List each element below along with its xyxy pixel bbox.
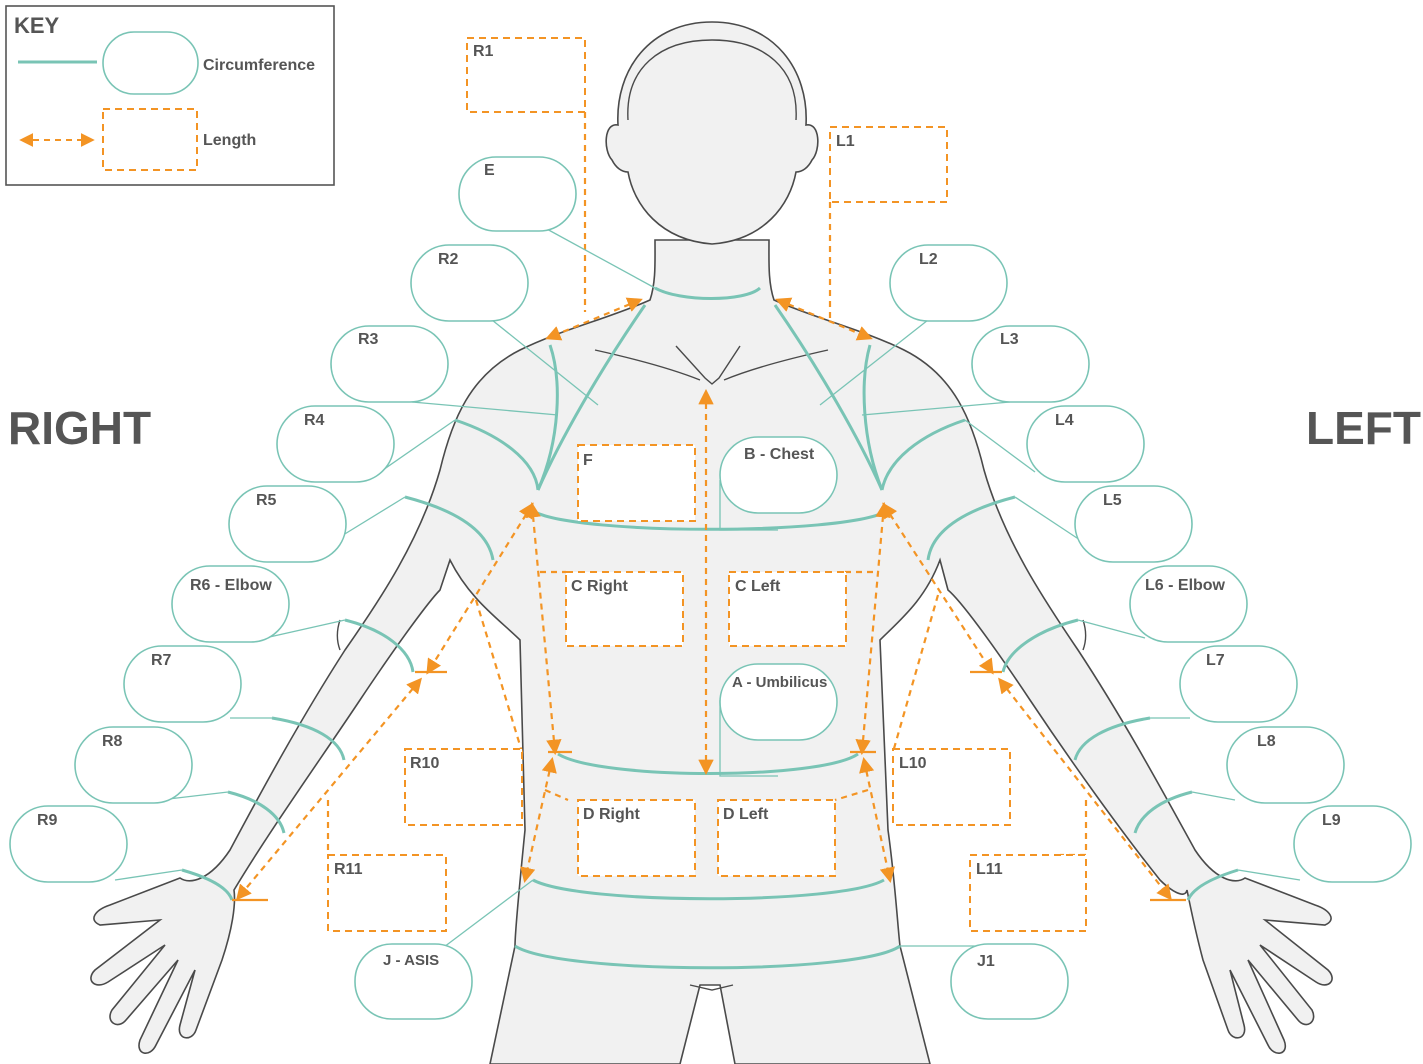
svg-text:F: F xyxy=(583,452,593,469)
svg-text:E: E xyxy=(484,162,495,179)
circ-box-j1: J1 xyxy=(951,944,1068,1019)
circ-box-e: E xyxy=(459,157,576,231)
length-box-r1: R1 xyxy=(467,38,585,112)
svg-text:D Right: D Right xyxy=(583,806,641,823)
svg-text:L11: L11 xyxy=(976,861,1003,878)
key-circumference-swatch xyxy=(103,32,198,94)
circ-box-r7: R7 xyxy=(124,646,241,722)
svg-text:C Right: C Right xyxy=(571,578,629,595)
circ-box-b-chest: B - Chest xyxy=(720,437,837,513)
svg-text:L3: L3 xyxy=(1000,331,1019,348)
circ-box-r3: R3 xyxy=(331,326,448,402)
svg-text:R8: R8 xyxy=(102,733,123,750)
circ-box-r9: R9 xyxy=(10,806,127,882)
svg-text:L8: L8 xyxy=(1257,733,1276,750)
svg-text:A - Umbilicus: A - Umbilicus xyxy=(732,674,827,691)
svg-text:L7: L7 xyxy=(1206,652,1225,669)
svg-text:B - Chest: B - Chest xyxy=(744,446,815,463)
svg-text:L5: L5 xyxy=(1103,492,1122,509)
svg-text:L9: L9 xyxy=(1322,812,1341,829)
circ-box-l2: L2 xyxy=(890,245,1007,321)
svg-text:L1: L1 xyxy=(836,133,855,150)
svg-text:L6 - Elbow: L6 - Elbow xyxy=(1145,577,1226,594)
svg-text:L4: L4 xyxy=(1055,412,1074,429)
length-box-c-left: C Left xyxy=(729,572,846,646)
circ-box-r6: R6 - Elbow xyxy=(172,566,289,642)
length-box-f: F xyxy=(578,445,695,521)
circ-box-l3: L3 xyxy=(972,326,1089,402)
svg-text:J1: J1 xyxy=(977,953,995,970)
svg-text:D Left: D Left xyxy=(723,806,769,823)
circ-box-l8: L8 xyxy=(1227,727,1344,803)
length-box-d-right: D Right xyxy=(578,800,695,876)
svg-text:R9: R9 xyxy=(37,812,58,829)
length-box-d-left: D Left xyxy=(718,800,835,876)
svg-text:R4: R4 xyxy=(304,412,325,429)
key-legend: KEY Circumference Length xyxy=(6,6,334,185)
circ-box-l9: L9 xyxy=(1294,806,1411,882)
left-side-label: LEFT xyxy=(1306,402,1421,454)
circ-box-r2: R2 xyxy=(411,245,528,321)
key-length-label: Length xyxy=(203,132,256,149)
length-box-l11: L11 xyxy=(970,855,1086,931)
svg-text:R1: R1 xyxy=(473,43,494,60)
svg-text:R11: R11 xyxy=(334,861,363,878)
svg-text:R2: R2 xyxy=(438,251,459,268)
svg-text:R10: R10 xyxy=(410,755,439,772)
svg-text:J - ASIS: J - ASIS xyxy=(383,952,439,969)
length-box-c-right: C Right xyxy=(566,572,683,646)
length-box-l1: L1 xyxy=(830,127,947,202)
svg-text:R3: R3 xyxy=(358,331,379,348)
svg-text:R5: R5 xyxy=(256,492,277,509)
length-box-r11: R11 xyxy=(328,855,446,931)
circ-box-r8: R8 xyxy=(75,727,192,803)
length-box-r10: R10 xyxy=(405,749,522,825)
key-circumference-label: Circumference xyxy=(203,57,315,74)
key-length-swatch xyxy=(103,109,197,170)
svg-text:R6 - Elbow: R6 - Elbow xyxy=(190,577,272,594)
circ-box-a-umbilicus: A - Umbilicus xyxy=(720,664,837,740)
svg-text:L10: L10 xyxy=(899,755,927,772)
key-title: KEY xyxy=(14,13,60,38)
circ-box-r5: R5 xyxy=(229,486,346,562)
circ-box-l5: L5 xyxy=(1075,486,1192,562)
svg-text:L2: L2 xyxy=(919,251,938,268)
svg-text:R7: R7 xyxy=(151,652,172,669)
right-side-label: RIGHT xyxy=(8,402,151,454)
svg-text:C Left: C Left xyxy=(735,578,781,595)
length-box-l10: L10 xyxy=(893,749,1010,825)
circ-box-l7: L7 xyxy=(1180,646,1297,722)
circ-box-r4: R4 xyxy=(277,406,394,482)
circ-box-l6: L6 - Elbow xyxy=(1130,566,1247,642)
circ-box-l4: L4 xyxy=(1027,406,1144,482)
circ-box-j-asis: J - ASIS xyxy=(355,944,472,1019)
